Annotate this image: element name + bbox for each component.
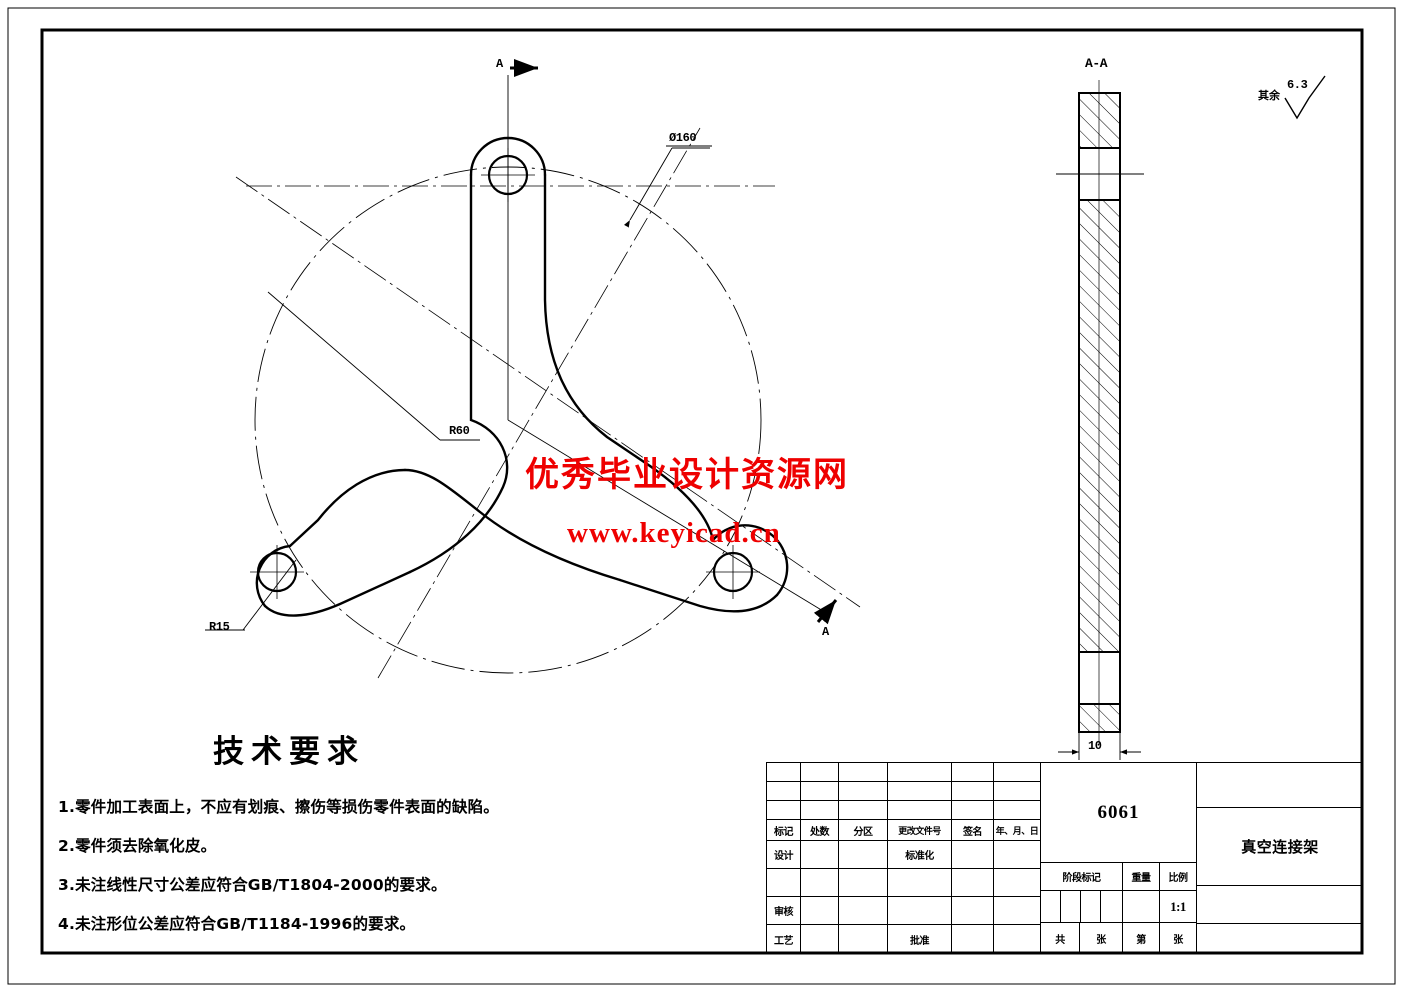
rev-cell	[994, 763, 1041, 782]
rev-cell	[952, 763, 994, 782]
section-label-bottom: A	[822, 625, 829, 639]
role-approve: 批准	[888, 925, 952, 954]
rev-cell	[994, 801, 1041, 820]
role-value	[801, 925, 839, 954]
surface-finish-value: 6.3	[1287, 78, 1308, 92]
role-design: 设计	[767, 841, 801, 869]
stage-cell	[1101, 891, 1123, 923]
rev-cell	[767, 763, 801, 782]
role-value	[801, 841, 839, 869]
sheet-border-inner	[40, 28, 1364, 955]
part-code-cell	[1197, 886, 1363, 924]
part-name-cell: 真空连接架	[1197, 808, 1363, 886]
rev-cell	[888, 763, 952, 782]
role-value	[839, 869, 888, 897]
rev-cell	[952, 801, 994, 820]
sheet-total-label: 共	[1041, 923, 1080, 954]
section-view-title: A-A	[1085, 56, 1108, 71]
section-arrow-bottom	[813, 599, 838, 625]
tech-requirement-item: 2.零件须去除氧化皮。	[58, 837, 217, 855]
stage-cell	[1041, 891, 1061, 923]
rev-cell	[952, 782, 994, 801]
rev-cell	[801, 763, 839, 782]
role-value	[888, 869, 952, 897]
company-cell	[1197, 763, 1363, 808]
tech-requirement-item: 4.未注形位公差应符合GB/T1184-1996的要求。	[58, 915, 416, 933]
role-value	[994, 897, 1041, 925]
rev-cell	[801, 801, 839, 820]
role-value	[994, 841, 1041, 869]
role-value	[952, 841, 994, 869]
sheet-no-unit: 张	[1160, 923, 1197, 954]
role-value	[994, 925, 1041, 954]
section-line-a-a	[507, 75, 829, 615]
rev-cell	[767, 801, 801, 820]
front-view	[205, 59, 861, 679]
role-standardize: 标准化	[888, 841, 952, 869]
hub-axis-centerlines	[235, 127, 861, 679]
thickness-dimension	[1058, 732, 1141, 760]
watermark-url: www.keyicad.cn	[567, 517, 781, 549]
material-cell: 6061	[1041, 763, 1197, 863]
rev-header-mark: 标记	[767, 820, 801, 841]
rev-cell	[767, 782, 801, 801]
dim-thickness-10: 10	[1088, 739, 1102, 753]
role-value	[839, 841, 888, 869]
weight-label: 重量	[1123, 863, 1160, 891]
weight-value	[1123, 891, 1160, 923]
dim-radius-60: R60	[449, 424, 470, 438]
scale-value: 1:1	[1160, 891, 1197, 923]
role-value	[839, 925, 888, 954]
title-block: 标记 处数 分区 更改文件号 签名 年、月、日 设计 标准化 审核 工艺 批准 …	[766, 762, 1363, 954]
technical-requirements: 技术要求 1.零件加工表面上，不应有划痕、擦伤等损伤零件表面的缺陷。 2.零件须…	[58, 726, 499, 934]
rev-cell	[801, 782, 839, 801]
sheet-total-unit: 张	[1080, 923, 1123, 954]
section-view-a-a	[1056, 80, 1144, 760]
leader-diameter-160	[624, 145, 712, 228]
role-process: 工艺	[767, 925, 801, 954]
role-review: 审核	[767, 897, 801, 925]
role-blank	[767, 869, 801, 897]
scale-label: 比例	[1160, 863, 1197, 891]
part-outline	[255, 136, 789, 617]
role-value	[839, 897, 888, 925]
rev-header-zone: 分区	[839, 820, 888, 841]
role-value	[952, 925, 994, 954]
surface-finish-prefix: 其余	[1258, 89, 1280, 102]
rev-header-date: 年、月、日	[994, 820, 1041, 841]
rev-cell	[839, 763, 888, 782]
rev-cell	[888, 801, 952, 820]
role-value	[888, 897, 952, 925]
stage-mark-label: 阶段标记	[1041, 863, 1123, 891]
section-label-top: A	[496, 57, 503, 71]
role-value	[801, 897, 839, 925]
technical-requirements-title: 技术要求	[213, 734, 365, 770]
rev-header-count: 处数	[801, 820, 839, 841]
rev-cell	[839, 801, 888, 820]
tech-requirement-item: 3.未注线性尺寸公差应符合GB/T1804-2000的要求。	[58, 876, 447, 894]
rev-cell	[888, 782, 952, 801]
dim-radius-15: R15	[209, 620, 230, 634]
sheet-no-label: 第	[1123, 923, 1160, 954]
watermark-cn: 优秀毕业设计资源网	[525, 455, 849, 495]
stage-cell	[1061, 891, 1081, 923]
role-value	[994, 869, 1041, 897]
leader-radius-15	[205, 559, 297, 631]
tech-requirement-item: 1.零件加工表面上，不应有划痕、擦伤等损伤零件表面的缺陷。	[58, 798, 499, 816]
leader-radius-60	[267, 291, 480, 441]
sheet-border-outer	[7, 7, 1396, 985]
rev-header-signature: 签名	[952, 820, 994, 841]
extra-cell	[1197, 924, 1363, 954]
surface-finish-symbol	[1284, 75, 1326, 120]
rev-cell	[994, 782, 1041, 801]
rev-header-doc-no: 更改文件号	[888, 820, 952, 841]
dim-diameter-160: Ø160	[669, 131, 697, 145]
role-value	[952, 869, 994, 897]
stage-cell	[1081, 891, 1101, 923]
rev-cell	[839, 782, 888, 801]
role-value	[801, 869, 839, 897]
role-value	[952, 897, 994, 925]
